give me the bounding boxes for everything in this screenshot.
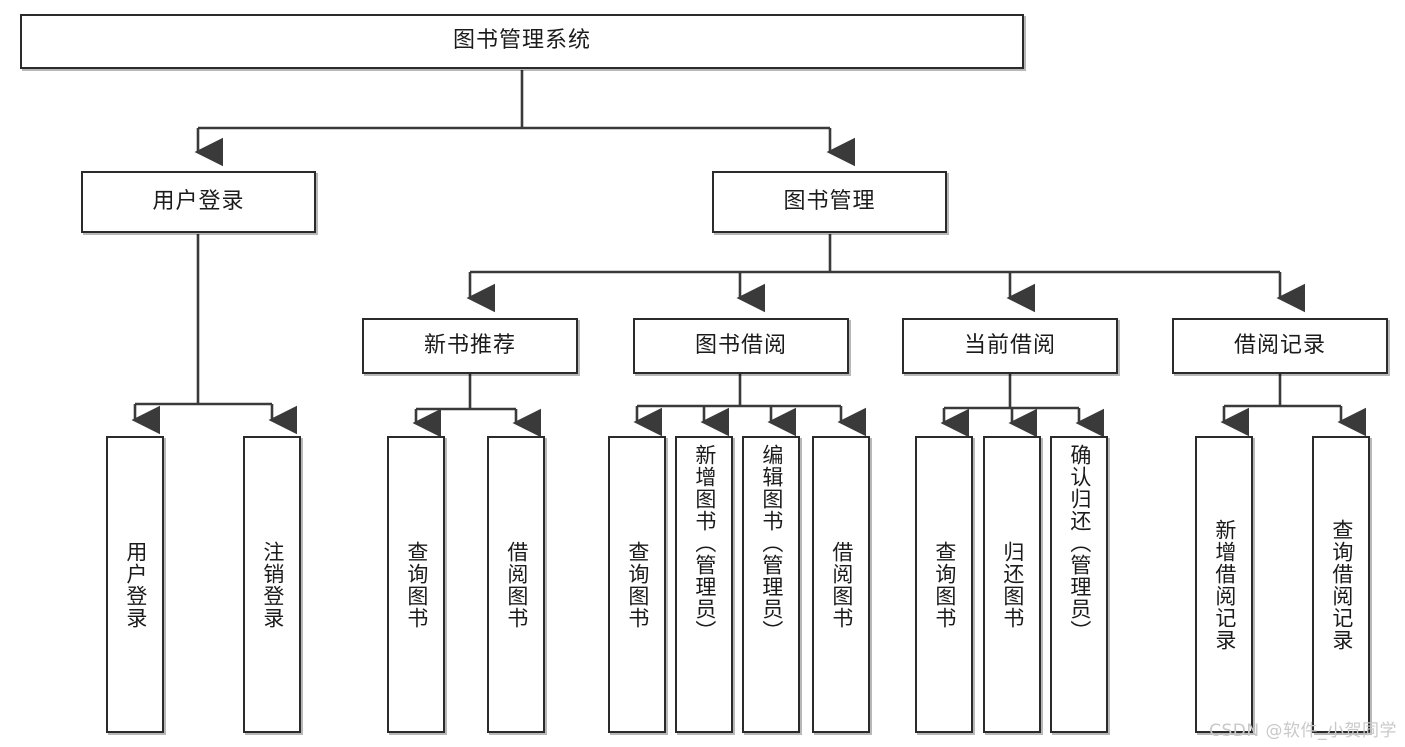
node-label: 借阅记录 (1233, 332, 1326, 358)
node-label: 用户登录 (123, 540, 148, 629)
node-book-management[interactable]: 图书管理 (712, 171, 947, 233)
node-label: 当前借阅 (963, 332, 1056, 358)
node-label: 新书推荐 (423, 332, 516, 358)
node-label: 编辑图书（管理员） (759, 444, 784, 642)
node-label: 新增图书（管理员） (692, 444, 717, 642)
node-borrow-record[interactable]: 借阅记录 (1172, 318, 1388, 374)
leaf-book-borrow-add-book-admin[interactable]: 新增图书（管理员） (675, 436, 733, 733)
node-label: 用户登录 (152, 188, 245, 214)
leaf-current-borrow-query-book[interactable]: 查询图书 (915, 436, 973, 733)
node-label: 查询图书 (625, 540, 650, 629)
node-label: 借阅图书 (829, 540, 854, 629)
node-label: 图书借阅 (694, 332, 787, 358)
node-book-borrow[interactable]: 图书借阅 (633, 318, 849, 374)
leaf-borrow-record-query-record[interactable]: 查询借阅记录 (1312, 436, 1370, 733)
node-current-borrow[interactable]: 当前借阅 (902, 318, 1118, 374)
node-label: 新增借阅记录 (1212, 518, 1237, 651)
node-label: 注销登录 (260, 540, 285, 629)
node-label: 借阅图书 (504, 540, 529, 629)
watermark: CSDN @软件_小贺同学 (1209, 721, 1397, 741)
node-new-book-recommend[interactable]: 新书推荐 (362, 318, 578, 374)
leaf-new-book-borrow-book[interactable]: 借阅图书 (487, 436, 545, 733)
leaf-current-borrow-return-book[interactable]: 归还图书 (983, 436, 1041, 733)
leaf-current-borrow-confirm-return-admin[interactable]: 确认归还（管理员） (1050, 436, 1108, 733)
leaf-book-borrow-borrow-book[interactable]: 借阅图书 (812, 436, 870, 733)
leaf-book-borrow-query-book[interactable]: 查询图书 (608, 436, 666, 733)
leaf-user-login-login[interactable]: 用户登录 (106, 436, 164, 733)
leaf-new-book-query-book[interactable]: 查询图书 (387, 436, 445, 733)
leaf-user-login-logout[interactable]: 注销登录 (243, 436, 301, 733)
node-root-book-management-system[interactable]: 图书管理系统 (20, 14, 1024, 69)
leaf-book-borrow-edit-book-admin[interactable]: 编辑图书（管理员） (742, 436, 800, 733)
node-label: 查询图书 (932, 540, 957, 629)
node-label: 确认归还（管理员） (1067, 444, 1092, 642)
node-label: 图书管理 (783, 188, 876, 214)
node-label: 查询图书 (404, 540, 429, 629)
node-label: 图书管理系统 (452, 28, 591, 54)
leaf-borrow-record-add-record[interactable]: 新增借阅记录 (1195, 436, 1253, 733)
node-label: 归还图书 (1000, 540, 1025, 629)
node-label: 查询借阅记录 (1329, 518, 1354, 651)
node-user-login[interactable]: 用户登录 (81, 171, 316, 233)
